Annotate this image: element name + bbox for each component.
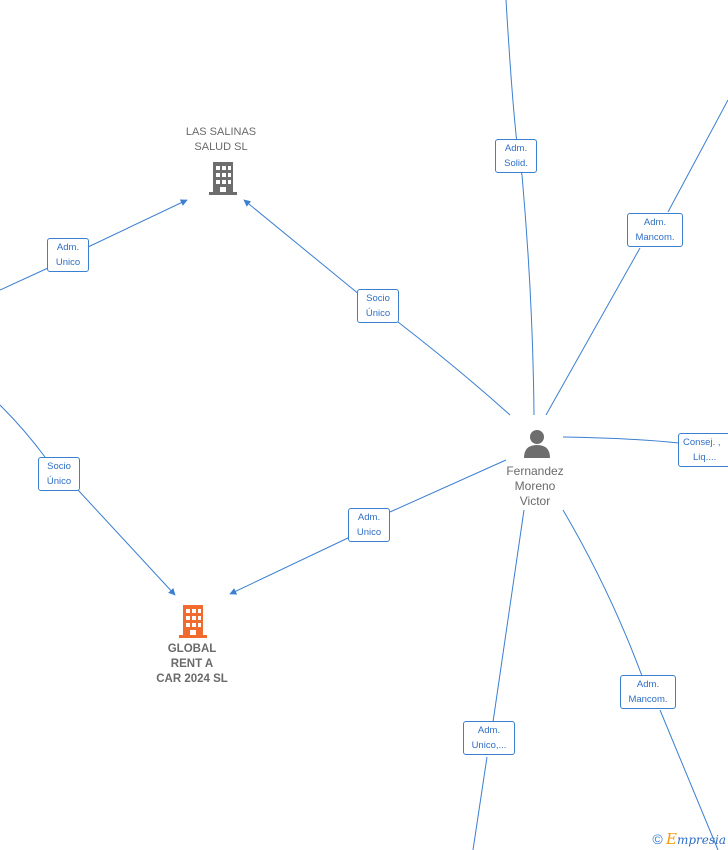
edge-label-line1: Adm. (504, 143, 528, 154)
company-name-line2: RENT A (170, 658, 214, 670)
edge-label-socio-unico-global[interactable]: Socio Único (38, 457, 80, 491)
company-name-line3: CAR 2024 SL (156, 673, 228, 685)
edge-line-adm-solid (505, 0, 535, 416)
edge-label-line1: Adm. (357, 512, 381, 523)
edge-label-line2: Mancom. (635, 232, 675, 243)
edge-line-adm-unico-bottom (472, 509, 525, 850)
edge-label-line2: Solid. (504, 158, 528, 169)
edge-line-adm-mancom-top (545, 99, 728, 416)
edge-line-adm-unico-global (230, 459, 507, 594)
edge-label-adm-mancom-bottom[interactable]: Adm. Mancom. (620, 675, 676, 709)
edge-label-line1: Adm. (636, 679, 660, 690)
edge-label-line1: Adm. (477, 725, 501, 736)
edge-label-adm-unico-left[interactable]: Adm. Unico (47, 238, 89, 272)
edge-label-line2: Unico (55, 257, 81, 268)
company-name-line2: SALUD SL (194, 141, 248, 153)
copyright-icon: © (652, 831, 663, 847)
brand-name: mpresia (676, 833, 726, 847)
edge-label-line2: Único (365, 308, 391, 319)
edge-label-line2: Liq.... (693, 452, 717, 463)
edge-label-line1: Adm. (643, 217, 667, 228)
building-icon-orange[interactable] (177, 603, 209, 639)
edge-line-socio-unico-salinas (244, 200, 511, 416)
edge-label-line1: Adm. (56, 242, 80, 253)
person-name-line3: Victor (519, 494, 551, 508)
edge-line-consej (562, 436, 680, 444)
edge-label-line1: Socio (47, 461, 71, 472)
edge-label-adm-mancom-top[interactable]: Adm. Mancom. (627, 213, 683, 247)
edge-label-line1: Consej. , (683, 437, 721, 448)
edge-label-socio-unico-salinas[interactable]: Socio Único (357, 289, 399, 323)
edge-line-socio-unico-global (0, 404, 175, 595)
edge-label-consej-liq[interactable]: Consej. , Liq.... (678, 433, 728, 467)
edge-label-line1: Socio (366, 293, 390, 304)
edge-line-adm-unico-left (0, 200, 187, 291)
company-name-line1: GLOBAL (167, 643, 217, 655)
brand-watermark: © Empresia (652, 830, 726, 848)
brand-initial: E (665, 830, 677, 848)
person-name-line2: Moreno (514, 479, 556, 493)
edge-label-adm-unico-bottom[interactable]: Adm. Unico,... (463, 721, 515, 755)
person-label[interactable]: Fernandez Moreno Victor (495, 464, 575, 509)
edge-line-adm-mancom-bottom (562, 509, 719, 850)
person-name-line1: Fernandez (506, 464, 564, 478)
edge-label-line2: Único (46, 476, 72, 487)
edge-label-line2: Unico,... (471, 740, 507, 751)
edge-label-line2: Unico (356, 527, 382, 538)
building-icon[interactable] (207, 160, 239, 196)
edge-label-line2: Mancom. (628, 694, 668, 705)
company-label-las-salinas[interactable]: LAS SALINAS SALUD SL (176, 125, 266, 155)
edge-label-adm-solid[interactable]: Adm. Solid. (495, 139, 537, 173)
company-name-line1: LAS SALINAS (185, 126, 257, 138)
person-icon[interactable] (522, 428, 552, 458)
company-label-global-rent[interactable]: GLOBAL RENT A CAR 2024 SL (142, 642, 242, 687)
edge-label-adm-unico-global[interactable]: Adm. Unico (348, 508, 390, 542)
